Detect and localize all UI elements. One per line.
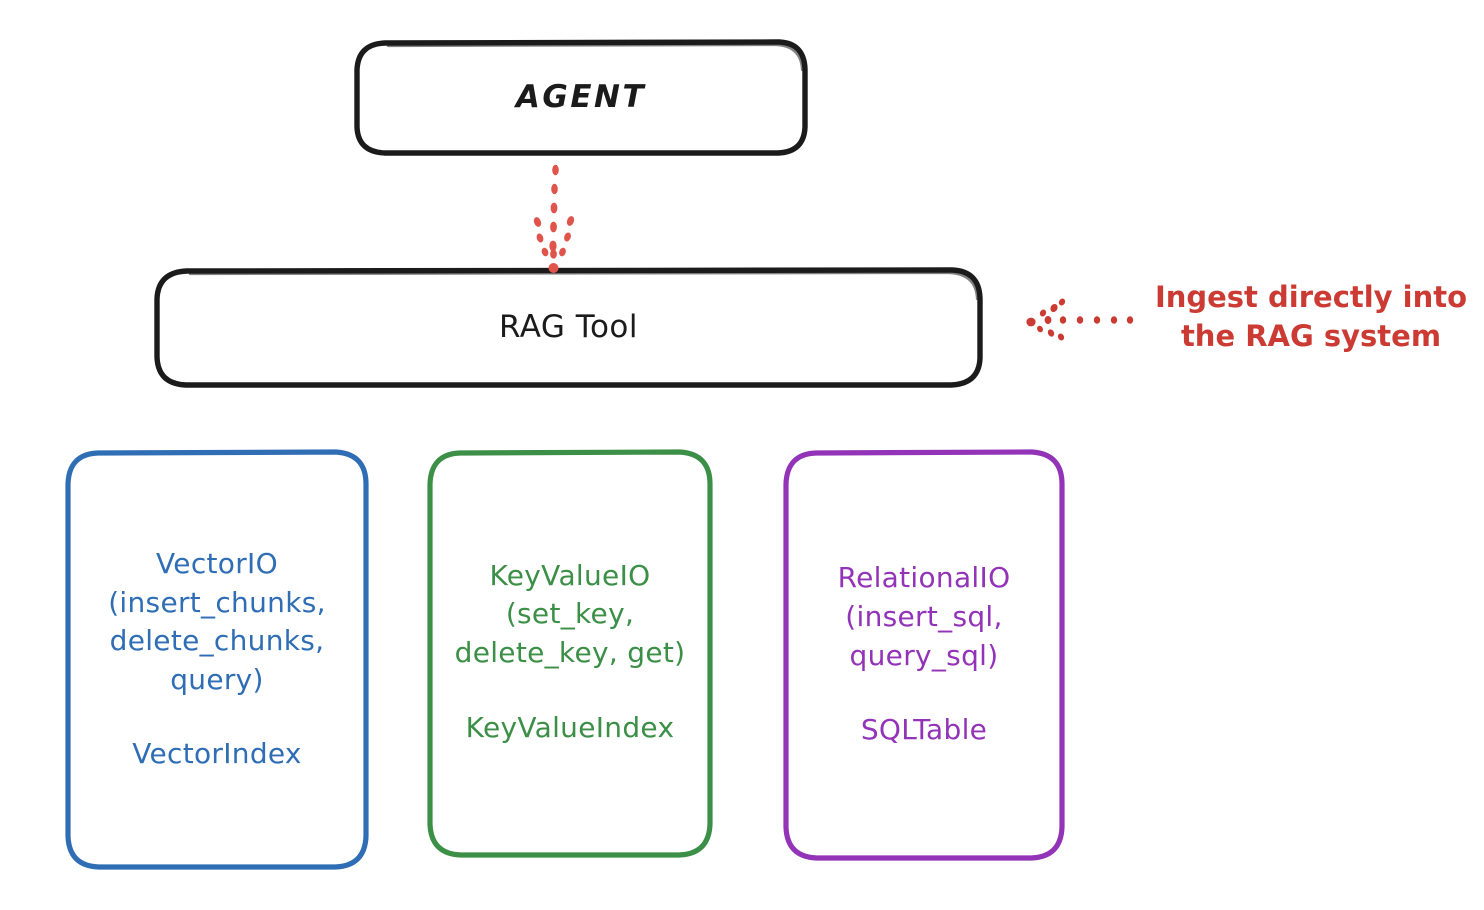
ingest-annotation-text: Ingest directly into the RAG system <box>1154 280 1468 353</box>
relational-io-node[interactable] <box>786 452 1062 858</box>
rag-tool-node[interactable] <box>157 270 980 385</box>
key-value-io-node[interactable] <box>430 452 710 855</box>
ingest-note-connector <box>1026 298 1134 341</box>
agent-to-rag-tool-connector <box>533 164 575 273</box>
vector-io-node[interactable] <box>68 452 366 867</box>
agent-node[interactable] <box>357 42 805 153</box>
